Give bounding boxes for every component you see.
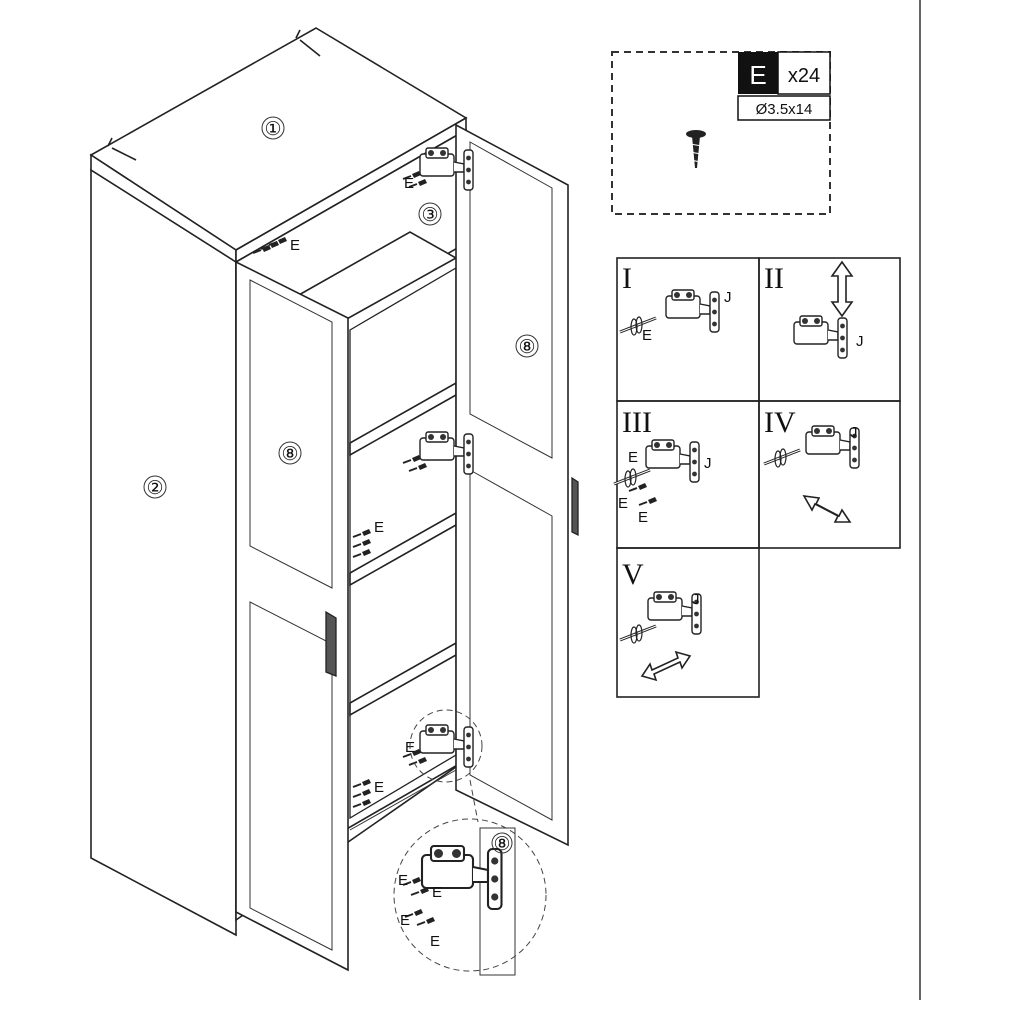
hinge-detail: E E E E ⑧ [398,827,516,976]
screw-label: E [374,519,384,536]
hinge-detail-callout [393,818,547,972]
hinge-label: J [692,591,700,608]
door-left [235,260,349,972]
screw-icon [416,916,436,926]
hinge-icon [665,289,720,333]
fastener-quantity: x24 [788,65,820,87]
hinge-label: J [850,424,858,441]
screw-icon [686,130,706,168]
hinge-label: J [856,333,864,350]
step-numeral: V [622,558,644,591]
fastener-code: E [749,60,766,90]
cabinet-illustration: ① ② ③ ⑧ ⑧ E E E E E E E E E ⑧ [89,27,579,976]
part-number-top: ① [264,119,281,140]
door-handle [325,610,337,677]
screwdriver-icon [618,623,658,645]
screw-label: E [638,509,648,526]
screw-label: E [290,237,300,254]
screw-label: E [400,912,410,929]
step-numeral: IV [764,406,796,439]
depth-adjust-arrow-icon [802,494,852,523]
hinge-icon [645,439,700,483]
step-4: IV J [762,406,860,523]
screw-icon [638,496,658,506]
cam-fitting-icon [107,137,137,161]
door-right [455,123,569,847]
step-numeral: III [622,406,652,439]
step-3: III E E E J [612,406,712,526]
screw-label: E [374,779,384,796]
side-adjust-arrow-icon [640,650,692,682]
screw-label: E [628,449,638,466]
side-panel [90,168,237,937]
part-number-shelf: ③ [421,205,438,226]
screwdriver-icon [762,447,802,469]
hinge-adjustment-steps: I E J II J III E E E J IV [612,257,901,698]
fastener-size: Ø3.5x14 [756,101,813,118]
hinge-label: J [724,289,732,306]
part-number-door-left: ⑧ [281,444,298,465]
screw-label: E [618,495,628,512]
screw-label: E [642,327,652,344]
cam-fitting-icon [295,29,321,57]
step-5: V J [618,558,702,682]
part-number-side: ② [146,478,163,499]
part-number-door-detail: ⑧ [493,834,510,855]
door-handle [571,476,579,537]
step-numeral: II [764,262,784,295]
step-1: I E J [618,262,732,344]
screw-label: E [398,872,408,889]
step-2: II J [764,260,864,359]
hinge-label: J [704,455,712,472]
screw-label: E [432,884,442,901]
hinge-icon [793,315,848,359]
vertical-adjust-arrow-icon [830,260,854,318]
step-numeral: I [622,262,632,295]
part-number-door-right: ⑧ [518,337,535,358]
screw-label: E [404,175,414,192]
screw-label: E [430,933,440,950]
fastener-box: E x24 Ø3.5x14 [611,51,831,215]
screw-icon [410,886,430,896]
